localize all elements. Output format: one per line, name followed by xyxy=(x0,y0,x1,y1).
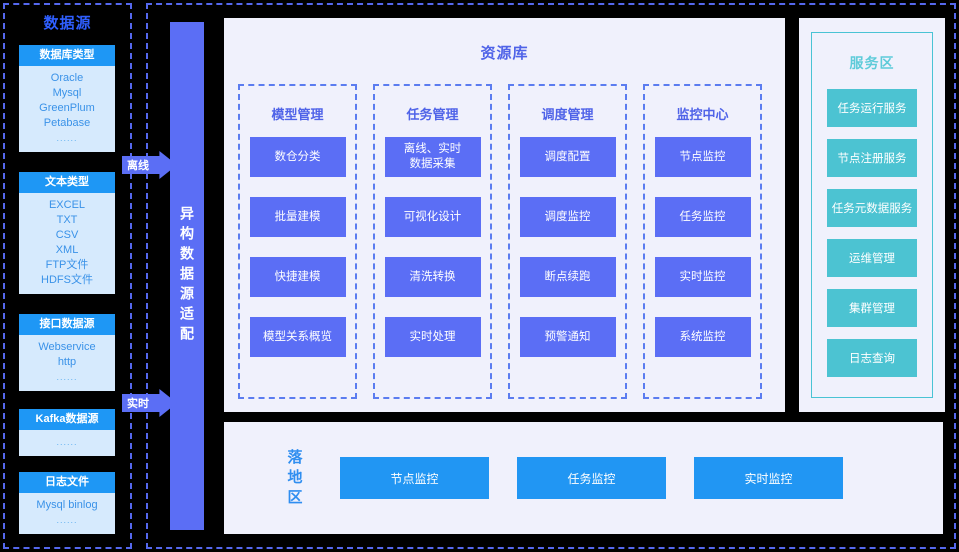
service-item[interactable]: 节点注册服务 xyxy=(827,139,917,177)
resource-item[interactable]: 调度配置 xyxy=(519,137,616,177)
landing-item-list: 节点监控任务监控实时监控 xyxy=(340,457,843,499)
data-source-card-header: 数据库类型 xyxy=(19,45,115,66)
resource-item[interactable]: 任务监控 xyxy=(654,197,751,237)
resource-item[interactable]: 快捷建模 xyxy=(249,257,346,297)
resource-item[interactable]: 系统监控 xyxy=(654,317,751,357)
data-source-card-header: 日志文件 xyxy=(19,472,115,493)
realtime-arrow-label: 实时 xyxy=(127,398,149,410)
platform-frame xyxy=(146,3,956,549)
data-source-card-header: 文本类型 xyxy=(19,172,115,193)
data-source-entry: Webservice xyxy=(38,341,96,353)
data-source-card-header: Kafka数据源 xyxy=(19,409,115,430)
data-source-entry: GreenPlum xyxy=(39,102,95,114)
resource-library-panel: 资源库 模型管理数仓分类批量建模快捷建模模型关系概览任务管理离线、实时数据采集可… xyxy=(224,18,785,412)
resource-item[interactable]: 清洗转换 xyxy=(384,257,481,297)
landing-item[interactable]: 节点监控 xyxy=(340,457,489,499)
resource-column: 监控中心节点监控任务监控实时监控系统监控 xyxy=(643,84,762,399)
resource-item[interactable]: 实时监控 xyxy=(654,257,751,297)
resource-column-list: 模型管理数仓分类批量建模快捷建模模型关系概览任务管理离线、实时数据采集可视化设计… xyxy=(238,84,762,399)
resource-library-title: 资源库 xyxy=(480,45,529,62)
data-source-entry: TXT xyxy=(56,214,78,226)
resource-item[interactable]: 数仓分类 xyxy=(249,137,346,177)
data-source-entry: XML xyxy=(55,244,79,256)
data-source-entry: Mysql xyxy=(52,87,82,99)
resource-item[interactable]: 模型关系概览 xyxy=(249,317,346,357)
resource-item[interactable]: 离线、实时数据采集 xyxy=(384,137,481,177)
data-source-ellipsis: ...... xyxy=(56,437,78,447)
service-area-inner-border: 服务区 任务运行服务节点注册服务任务元数据服务运维管理集群管理日志查询 xyxy=(811,32,933,398)
data-source-entry: CSV xyxy=(55,229,79,241)
landing-area-title: 落地区 xyxy=(287,449,303,506)
data-source-entry: FTP文件 xyxy=(45,259,89,271)
data-source-entry: Oracle xyxy=(50,72,84,84)
data-source-card-body: EXCEL TXT CSV XML FTP文件 HDFS文件 xyxy=(19,193,115,294)
data-source-title: 数据源 xyxy=(43,15,92,32)
data-source-frame xyxy=(3,3,132,549)
data-source-entry: http xyxy=(57,356,77,368)
landing-item[interactable]: 实时监控 xyxy=(694,457,843,499)
landing-item[interactable]: 任务监控 xyxy=(517,457,666,499)
resource-item[interactable]: 实时处理 xyxy=(384,317,481,357)
resource-column: 模型管理数仓分类批量建模快捷建模模型关系概览 xyxy=(238,84,357,399)
resource-item[interactable]: 断点续跑 xyxy=(519,257,616,297)
resource-item[interactable]: 节点监控 xyxy=(654,137,751,177)
data-source-ellipsis: ...... xyxy=(56,515,78,525)
resource-item-list: 数仓分类批量建模快捷建模模型关系概览 xyxy=(249,137,346,357)
resource-item-list: 节点监控任务监控实时监控系统监控 xyxy=(654,137,751,357)
data-source-card-body: Mysql binlog...... xyxy=(19,493,115,534)
resource-item[interactable]: 可视化设计 xyxy=(384,197,481,237)
data-source-entry: HDFS文件 xyxy=(41,274,93,286)
resource-column: 任务管理离线、实时数据采集可视化设计清洗转换实时处理 xyxy=(373,84,492,399)
data-source-card[interactable]: Kafka数据源...... xyxy=(19,409,115,456)
resource-item[interactable]: 预警通知 xyxy=(519,317,616,357)
service-area-panel: 服务区 任务运行服务节点注册服务任务元数据服务运维管理集群管理日志查询 xyxy=(799,18,945,412)
data-source-entry: Mysql binlog xyxy=(36,499,98,511)
resource-column-title: 监控中心 xyxy=(676,107,729,122)
data-source-entry: Petabase xyxy=(43,117,91,129)
resource-item[interactable]: 调度监控 xyxy=(519,197,616,237)
adapter-label: 异构数据源适配 xyxy=(179,206,195,346)
heterogeneous-adapter-bar: 异构数据源适配 xyxy=(170,22,204,530)
service-item-list: 任务运行服务节点注册服务任务元数据服务运维管理集群管理日志查询 xyxy=(812,89,932,377)
landing-area-panel: 落地区 节点监控任务监控实时监控 xyxy=(224,422,943,534)
service-item[interactable]: 运维管理 xyxy=(827,239,917,277)
resource-column: 调度管理调度配置调度监控断点续跑预警通知 xyxy=(508,84,627,399)
service-item[interactable]: 任务元数据服务 xyxy=(827,189,917,227)
service-item[interactable]: 日志查询 xyxy=(827,339,917,377)
data-source-ellipsis: ...... xyxy=(56,372,78,382)
data-source-entry: EXCEL xyxy=(48,199,86,211)
data-source-card[interactable]: 接口数据源 Webservice http...... xyxy=(19,314,115,391)
resource-item-list: 离线、实时数据采集可视化设计清洗转换实时处理 xyxy=(384,137,481,357)
service-item[interactable]: 任务运行服务 xyxy=(827,89,917,127)
resource-item-list: 调度配置调度监控断点续跑预警通知 xyxy=(519,137,616,357)
resource-column-title: 调度管理 xyxy=(541,107,594,122)
data-source-ellipsis: ...... xyxy=(56,133,78,143)
data-source-card-header: 接口数据源 xyxy=(19,314,115,335)
resource-column-title: 模型管理 xyxy=(271,107,324,122)
data-source-card-body: Webservice http...... xyxy=(19,335,115,391)
service-item[interactable]: 集群管理 xyxy=(827,289,917,327)
data-source-card-body: ...... xyxy=(19,430,115,456)
data-source-card[interactable]: 文本类型 EXCEL TXT CSV XML FTP文件 HDFS文件 xyxy=(19,172,115,294)
resource-column-title: 任务管理 xyxy=(406,107,459,122)
service-area-title: 服务区 xyxy=(849,55,895,71)
offline-arrow-label: 离线 xyxy=(127,160,149,172)
resource-item[interactable]: 批量建模 xyxy=(249,197,346,237)
